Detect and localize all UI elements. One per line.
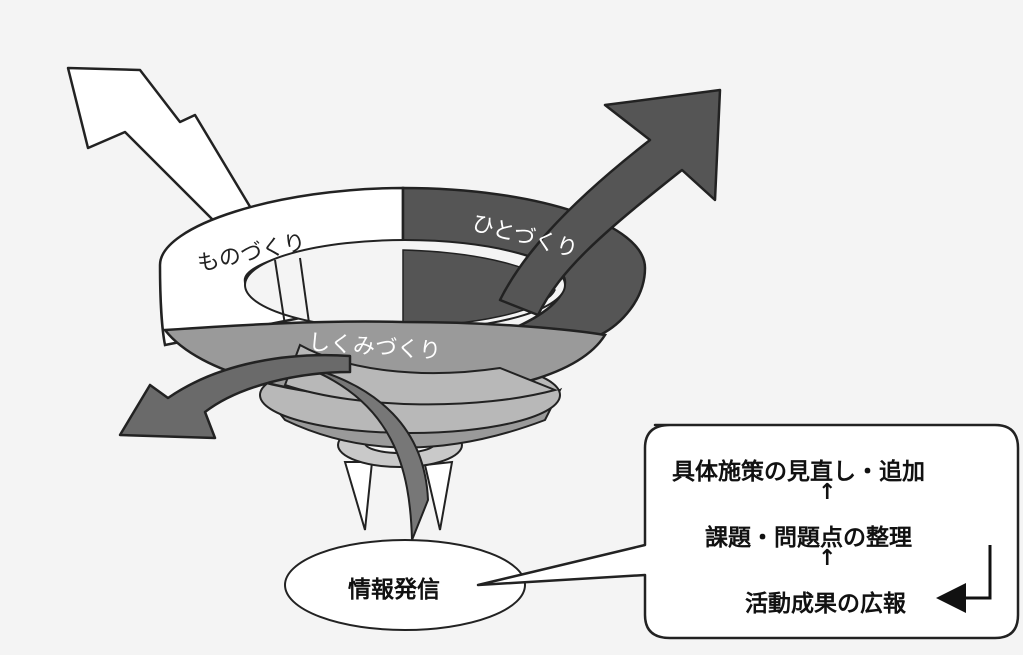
hole-line-right xyxy=(299,257,311,331)
spiral-tail xyxy=(343,461,374,531)
spiral-tail-2 xyxy=(423,460,454,531)
callout-line-2: 課題・問題点の整理 xyxy=(705,525,912,551)
callout-up-arrow-1: ↑ xyxy=(818,480,837,505)
gray-arrow xyxy=(118,353,352,440)
dark-arrow xyxy=(498,88,722,317)
source-label: 情報発信 xyxy=(348,577,440,603)
return-arrow xyxy=(936,545,992,613)
callout-line-3: 活動成果の広報 xyxy=(745,591,906,617)
white-arrow xyxy=(66,66,257,234)
source-ellipse xyxy=(284,539,526,631)
hole-line-left xyxy=(274,259,286,326)
callout-up-arrow-2: ↑ xyxy=(818,546,837,571)
callout-bubble xyxy=(476,423,1020,640)
callout-line-1: 具体施策の見直し・追加 xyxy=(672,459,925,485)
